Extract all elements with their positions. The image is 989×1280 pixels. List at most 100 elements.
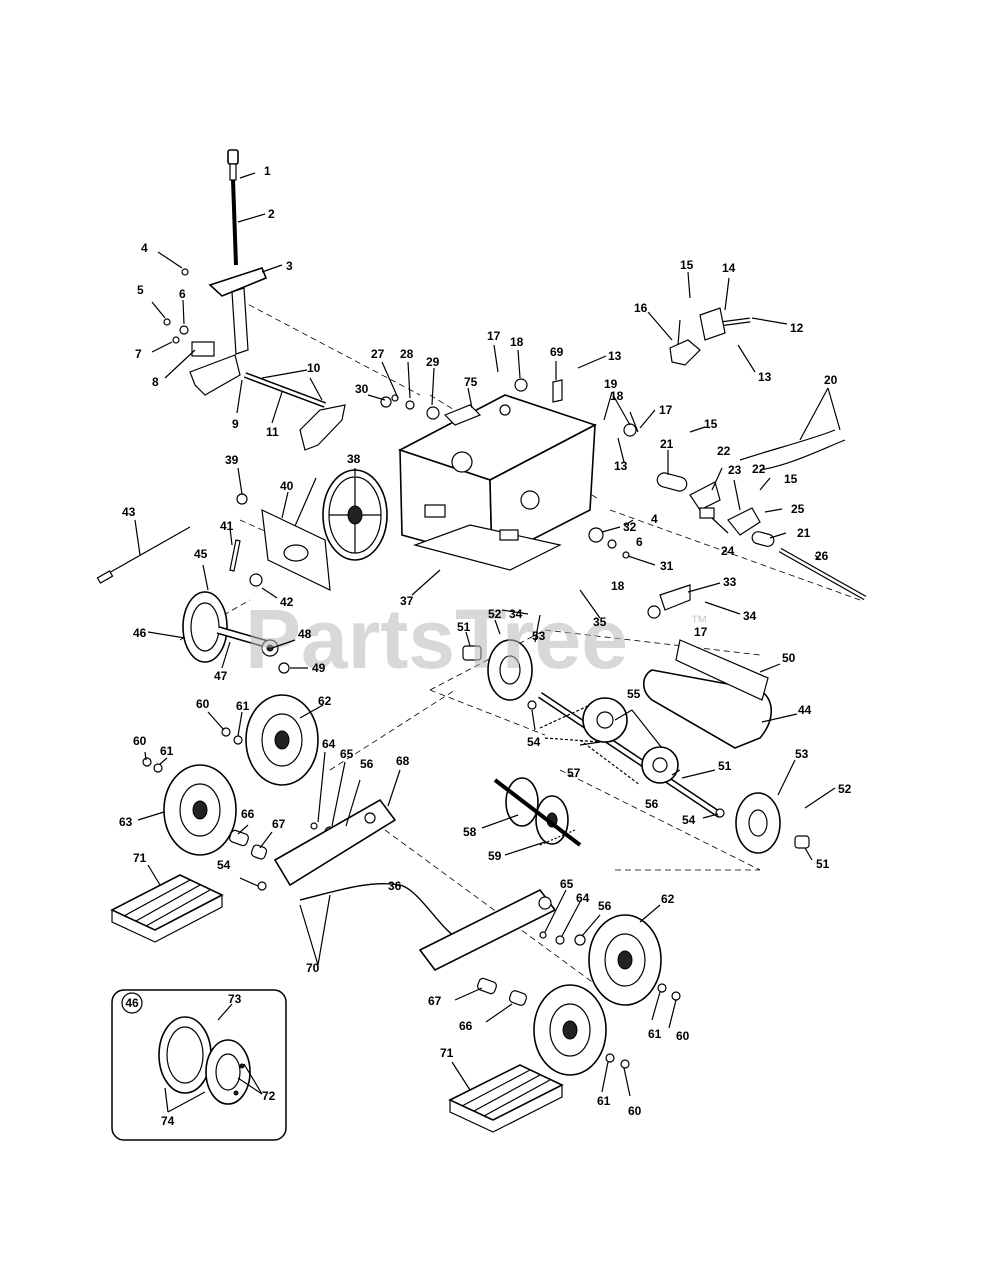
- callout-56: 56: [645, 797, 659, 811]
- right-shift-linkage: [588, 307, 867, 619]
- shift-plate: [208, 267, 268, 297]
- shift-rod: [231, 179, 238, 266]
- washer-icon: [233, 735, 243, 745]
- callout-6: 6: [179, 287, 186, 301]
- friction-wheel-hub: [182, 591, 290, 674]
- bushing-21: [656, 472, 688, 492]
- washer-icon: [278, 662, 290, 674]
- callout-11: 11: [266, 425, 279, 439]
- callout-10: 10: [307, 361, 321, 375]
- nut-icon: [172, 336, 180, 344]
- nut-icon: [236, 493, 248, 505]
- callout-64: 64: [322, 737, 336, 751]
- spring-icon: [669, 339, 701, 366]
- callout-53: 53: [532, 629, 546, 643]
- bolt-icon: [163, 318, 171, 326]
- callout-50: 50: [782, 651, 796, 665]
- nut-icon: [142, 757, 152, 767]
- callout-71: 71: [440, 1046, 454, 1060]
- callout-34: 34: [743, 609, 757, 623]
- callout-29: 29: [426, 355, 440, 369]
- callout-47: 47: [214, 669, 228, 683]
- callout-60: 60: [628, 1104, 642, 1118]
- shift-lever-assembly: [163, 149, 346, 451]
- callout-52: 52: [838, 782, 852, 796]
- callout-51: 51: [457, 620, 471, 634]
- track-tread-right: [448, 1064, 564, 1133]
- nut-icon: [715, 808, 725, 818]
- callout-16: 16: [634, 301, 648, 315]
- washer-icon: [380, 396, 392, 408]
- callout-75: 75: [464, 375, 478, 389]
- screw-icon: [181, 268, 189, 276]
- callout-37: 37: [400, 594, 414, 608]
- callout-44: 44: [798, 703, 812, 717]
- callout-61: 61: [236, 699, 250, 713]
- callout-60: 60: [196, 697, 210, 711]
- spring-icon: [229, 539, 241, 572]
- callout-17: 17: [659, 403, 673, 417]
- callout-17: 17: [694, 625, 708, 639]
- nut-icon: [527, 700, 537, 710]
- callout-66: 66: [459, 1019, 473, 1033]
- gear-icon: [514, 378, 528, 392]
- callout-74: 74: [161, 1114, 175, 1128]
- nut-icon: [620, 1059, 630, 1069]
- callout-13: 13: [608, 349, 622, 363]
- callout-43: 43: [122, 505, 136, 519]
- callout-64: 64: [576, 891, 590, 905]
- pulley-assembly: [229, 469, 388, 592]
- callout-65: 65: [560, 877, 574, 891]
- callout-7: 7: [135, 347, 142, 361]
- shift-link-plate: [299, 404, 346, 451]
- control-cable: [96, 526, 191, 584]
- bushing-21b: [751, 531, 775, 547]
- callout-54: 54: [682, 813, 696, 827]
- callout-63: 63: [119, 815, 133, 829]
- callout-15: 15: [784, 472, 798, 486]
- main-frame-housing: [380, 378, 637, 571]
- gear-icon: [623, 423, 637, 437]
- right-track-wheels: [477, 914, 681, 1076]
- shift-bracket-22: [689, 481, 721, 511]
- track-tread-left: [110, 874, 224, 943]
- callout-13: 13: [758, 370, 772, 384]
- callout-15: 15: [680, 258, 694, 272]
- callout-34: 34: [509, 607, 523, 621]
- gear-icon: [647, 605, 661, 619]
- countershaft-gears: [493, 777, 582, 847]
- callout-27: 27: [371, 347, 385, 361]
- callout-52: 52: [488, 607, 502, 621]
- callout-61: 61: [160, 744, 174, 758]
- bearing-icon: [249, 573, 263, 587]
- callout-67: 67: [272, 817, 286, 831]
- callout-60: 60: [676, 1029, 690, 1043]
- callout-32: 32: [623, 520, 637, 534]
- callout-19: 19: [604, 377, 618, 391]
- callout-38: 38: [347, 452, 361, 466]
- callout-5: 5: [137, 283, 144, 297]
- drive-shaft-assembly: [462, 639, 810, 854]
- callout-67: 67: [428, 994, 442, 1008]
- callout-15: 15: [704, 417, 718, 431]
- callout-70: 70: [306, 961, 320, 975]
- callout-56: 56: [598, 899, 612, 913]
- callout-42: 42: [280, 595, 294, 609]
- bushing-67b: [477, 977, 497, 995]
- callout-61: 61: [648, 1027, 662, 1041]
- callout-46: 46: [133, 626, 147, 640]
- callout-53: 53: [795, 747, 809, 761]
- callout-45: 45: [194, 547, 208, 561]
- track-frame-right: [418, 888, 557, 972]
- callout-18: 18: [510, 335, 524, 349]
- watermark-text: PartsTree: [245, 592, 628, 686]
- callout-8: 8: [152, 375, 159, 389]
- washer-icon: [605, 1053, 615, 1063]
- callout-54: 54: [527, 735, 541, 749]
- callout-22: 22: [752, 462, 766, 476]
- washer-icon: [657, 983, 667, 993]
- callout-24: 24: [721, 544, 735, 558]
- chain-guard-50: [675, 639, 769, 701]
- callout-14: 14: [722, 261, 736, 275]
